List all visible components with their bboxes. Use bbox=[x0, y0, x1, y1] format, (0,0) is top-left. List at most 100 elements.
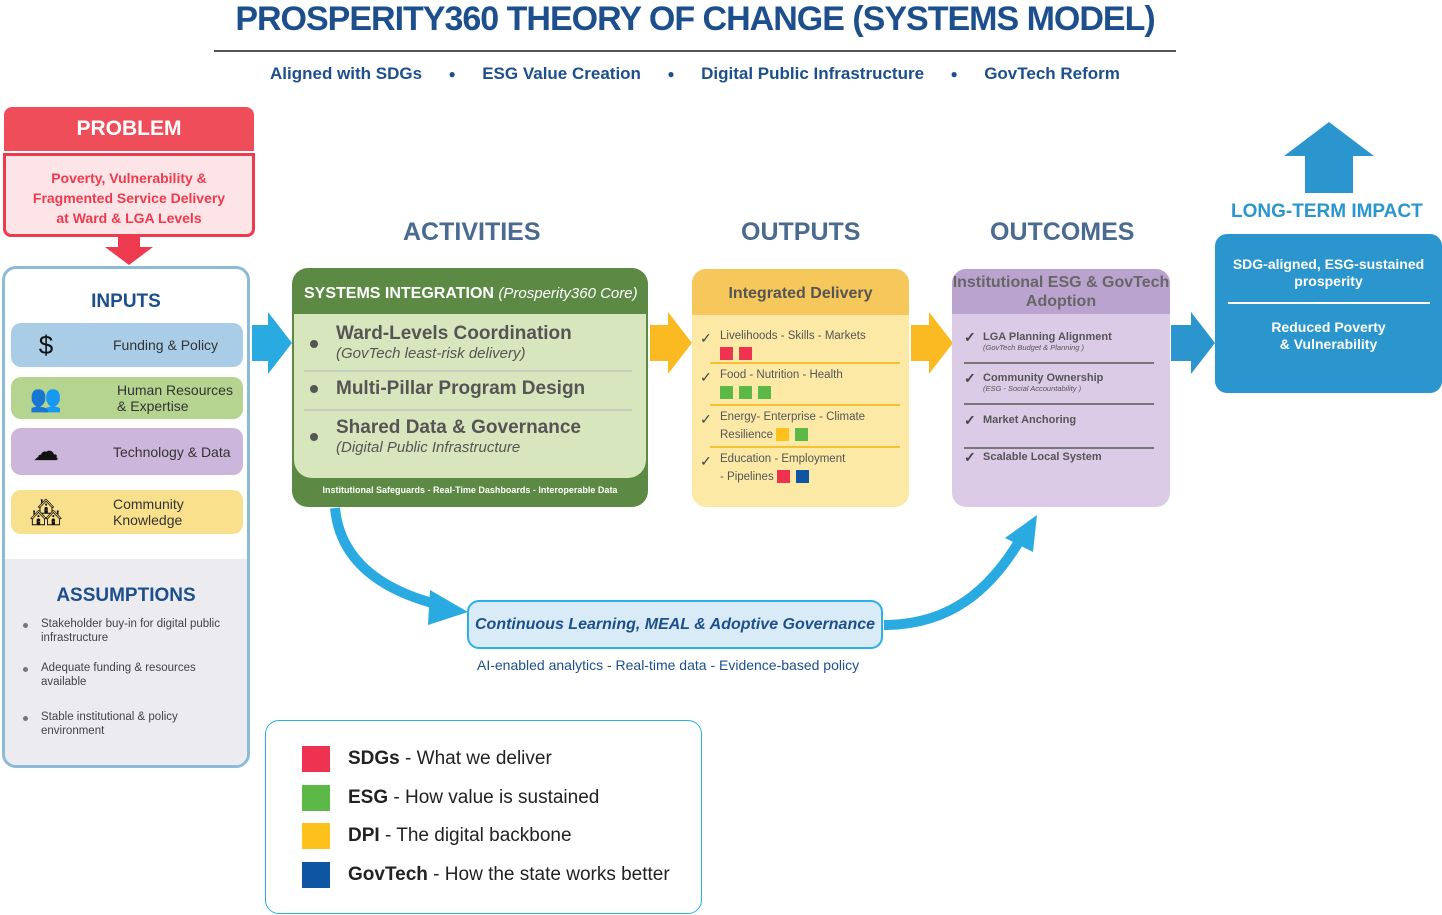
divider bbox=[1227, 302, 1430, 304]
input-human-resources: 👥Human Resources& Expertise bbox=[11, 377, 243, 419]
feedback-arrow-left bbox=[330, 507, 442, 610]
arrow-inputs-activities bbox=[252, 312, 292, 374]
feedback-arrowhead-right bbox=[1005, 515, 1037, 552]
outcome-item: ✓Market Anchoring bbox=[964, 412, 1077, 428]
feedback-arrowhead-left bbox=[428, 590, 468, 625]
activity-item: Ward-Levels Coordination(GovTech least-r… bbox=[336, 323, 572, 362]
color-tag-esg bbox=[795, 428, 809, 442]
activities-footer: Institutional Safeguards - Real-Time Das… bbox=[322, 485, 618, 495]
impact-up-arrow bbox=[1284, 122, 1374, 193]
input-label: Human Resources bbox=[117, 382, 233, 398]
output-item: ✓Food - Nutrition - Health bbox=[700, 366, 905, 402]
impact-item: Reduced Poverty & Vulnerability bbox=[1271, 319, 1386, 352]
divider bbox=[710, 362, 900, 364]
input-label: Technology & Data bbox=[113, 443, 231, 460]
arrow-outcomes-impact bbox=[1171, 312, 1215, 374]
assumptions-panel: ASSUMPTIONS Stakeholder buy-in for digit… bbox=[5, 559, 247, 765]
legend-swatch bbox=[302, 746, 330, 772]
outcomes-box-heading: Institutional ESG & GovTech Adoption bbox=[952, 269, 1170, 314]
activity-item: Multi-Pillar Program Design bbox=[336, 378, 586, 399]
input-label: & Expertise bbox=[117, 398, 189, 414]
tag-sdgs: Aligned with SDGs bbox=[270, 64, 423, 83]
input-funding-policy: $ Funding & Policy bbox=[11, 323, 243, 367]
color-tag-sdg bbox=[739, 347, 752, 361]
tag-esg: ESG Value Creation bbox=[482, 64, 641, 83]
impact-heading: LONG-TERM IMPACT bbox=[1231, 201, 1423, 222]
check-icon: ✓ bbox=[700, 453, 712, 469]
activities-box-heading: SYSTEMS INTEGRATION (Prosperity360 Core) bbox=[304, 285, 638, 302]
bullet-dot: ● bbox=[448, 67, 456, 81]
color-tag-dpi bbox=[776, 428, 790, 442]
check-icon: ✓ bbox=[700, 330, 712, 346]
check-icon: ✓ bbox=[964, 329, 976, 345]
bullet-dot: ● bbox=[667, 67, 675, 81]
activities-heading: ACTIVITIES bbox=[403, 218, 541, 246]
tag-row: Aligned with SDGs ● ESG Value Creation ●… bbox=[270, 64, 1120, 84]
inputs-heading: INPUTS bbox=[91, 291, 161, 312]
arrow-activities-outputs bbox=[650, 312, 692, 374]
divider bbox=[964, 403, 1154, 405]
check-icon: ✓ bbox=[964, 370, 976, 386]
inputs-panel: INPUTS $ Funding & Policy 👥Human Resource… bbox=[2, 266, 250, 768]
learning-loop-box: Continuous Learning, MEAL & Adoptive Gov… bbox=[467, 600, 883, 649]
legend-item-govtech: GovTech - How the state works better bbox=[302, 861, 670, 888]
activity-item: Shared Data & Governance(Digital Public … bbox=[336, 417, 581, 456]
outcome-item: ✓Scalable Local System bbox=[964, 449, 1102, 465]
color-tag-esg bbox=[758, 386, 771, 400]
learning-loop-caption: AI-enabled analytics - Real-time data - … bbox=[477, 657, 860, 673]
input-label: Funding & Policy bbox=[113, 337, 219, 353]
bullet-dot: ● bbox=[950, 67, 958, 81]
impact-item: SDG-aligned, ESG-sustained prosperity bbox=[1232, 256, 1425, 289]
input-label: Community bbox=[113, 496, 184, 512]
divider bbox=[304, 370, 632, 372]
outputs-box: Integrated Delivery ✓Livelihoods - Skill… bbox=[692, 269, 909, 507]
title-divider bbox=[214, 50, 1176, 52]
color-tag-esg bbox=[739, 386, 752, 400]
bullet bbox=[310, 385, 318, 393]
divider bbox=[964, 447, 1154, 449]
check-icon: ✓ bbox=[700, 411, 712, 427]
tag-govtech: GovTech Reform bbox=[984, 64, 1120, 83]
activities-box: SYSTEMS INTEGRATION (Prosperity360 Core)… bbox=[292, 268, 648, 507]
problem-line: Poverty, Vulnerability & bbox=[51, 170, 207, 186]
divider bbox=[710, 404, 900, 406]
output-item: ✓Livelihoods - Skills - Markets bbox=[700, 327, 905, 363]
building-house-icon: 🏘 bbox=[29, 496, 63, 527]
input-technology-data: ☁ Technology & Data bbox=[11, 428, 243, 475]
legend-swatch bbox=[302, 861, 330, 888]
color-tag-esg bbox=[720, 386, 733, 400]
page-title: PROSPERITY360 THEORY OF CHANGE (SYSTEMS … bbox=[235, 0, 1155, 38]
color-tag-govtech bbox=[795, 470, 809, 484]
feedback-arrow-right bbox=[883, 537, 1025, 630]
input-label: Knowledge bbox=[113, 512, 183, 528]
impact-box: SDG-aligned, ESG-sustained prosperity Re… bbox=[1215, 234, 1442, 393]
divider bbox=[710, 446, 900, 448]
bullet bbox=[310, 433, 318, 441]
legend-item-esg: ESG - How value is sustained bbox=[302, 784, 599, 811]
problem-box: Poverty, Vulnerability & Fragmented Serv… bbox=[3, 153, 255, 237]
legend-swatch bbox=[302, 823, 330, 849]
outputs-box-heading: Integrated Delivery bbox=[692, 269, 909, 315]
check-icon: ✓ bbox=[700, 369, 712, 385]
outcomes-box: Institutional ESG & GovTech Adoption ✓LG… bbox=[952, 269, 1170, 507]
problem-heading: PROBLEM bbox=[4, 107, 254, 151]
coins-dollar-icon: $ bbox=[38, 329, 54, 360]
legend-item-sdg: SDGs - What we deliver bbox=[302, 746, 552, 772]
outcomes-heading: OUTCOMES bbox=[990, 218, 1135, 246]
outcome-item: ✓LGA Planning Alignment(GovTech Budget &… bbox=[964, 329, 1112, 352]
outputs-heading: OUTPUTS bbox=[741, 218, 861, 246]
cloud-network-icon: ☁ bbox=[33, 436, 59, 466]
divider bbox=[964, 362, 1154, 364]
tag-dpi: Digital Public Infrastructure bbox=[701, 64, 925, 83]
divider bbox=[304, 409, 632, 411]
check-icon: ✓ bbox=[964, 412, 976, 428]
color-tag-sdg bbox=[776, 470, 790, 484]
bullet bbox=[310, 340, 318, 348]
